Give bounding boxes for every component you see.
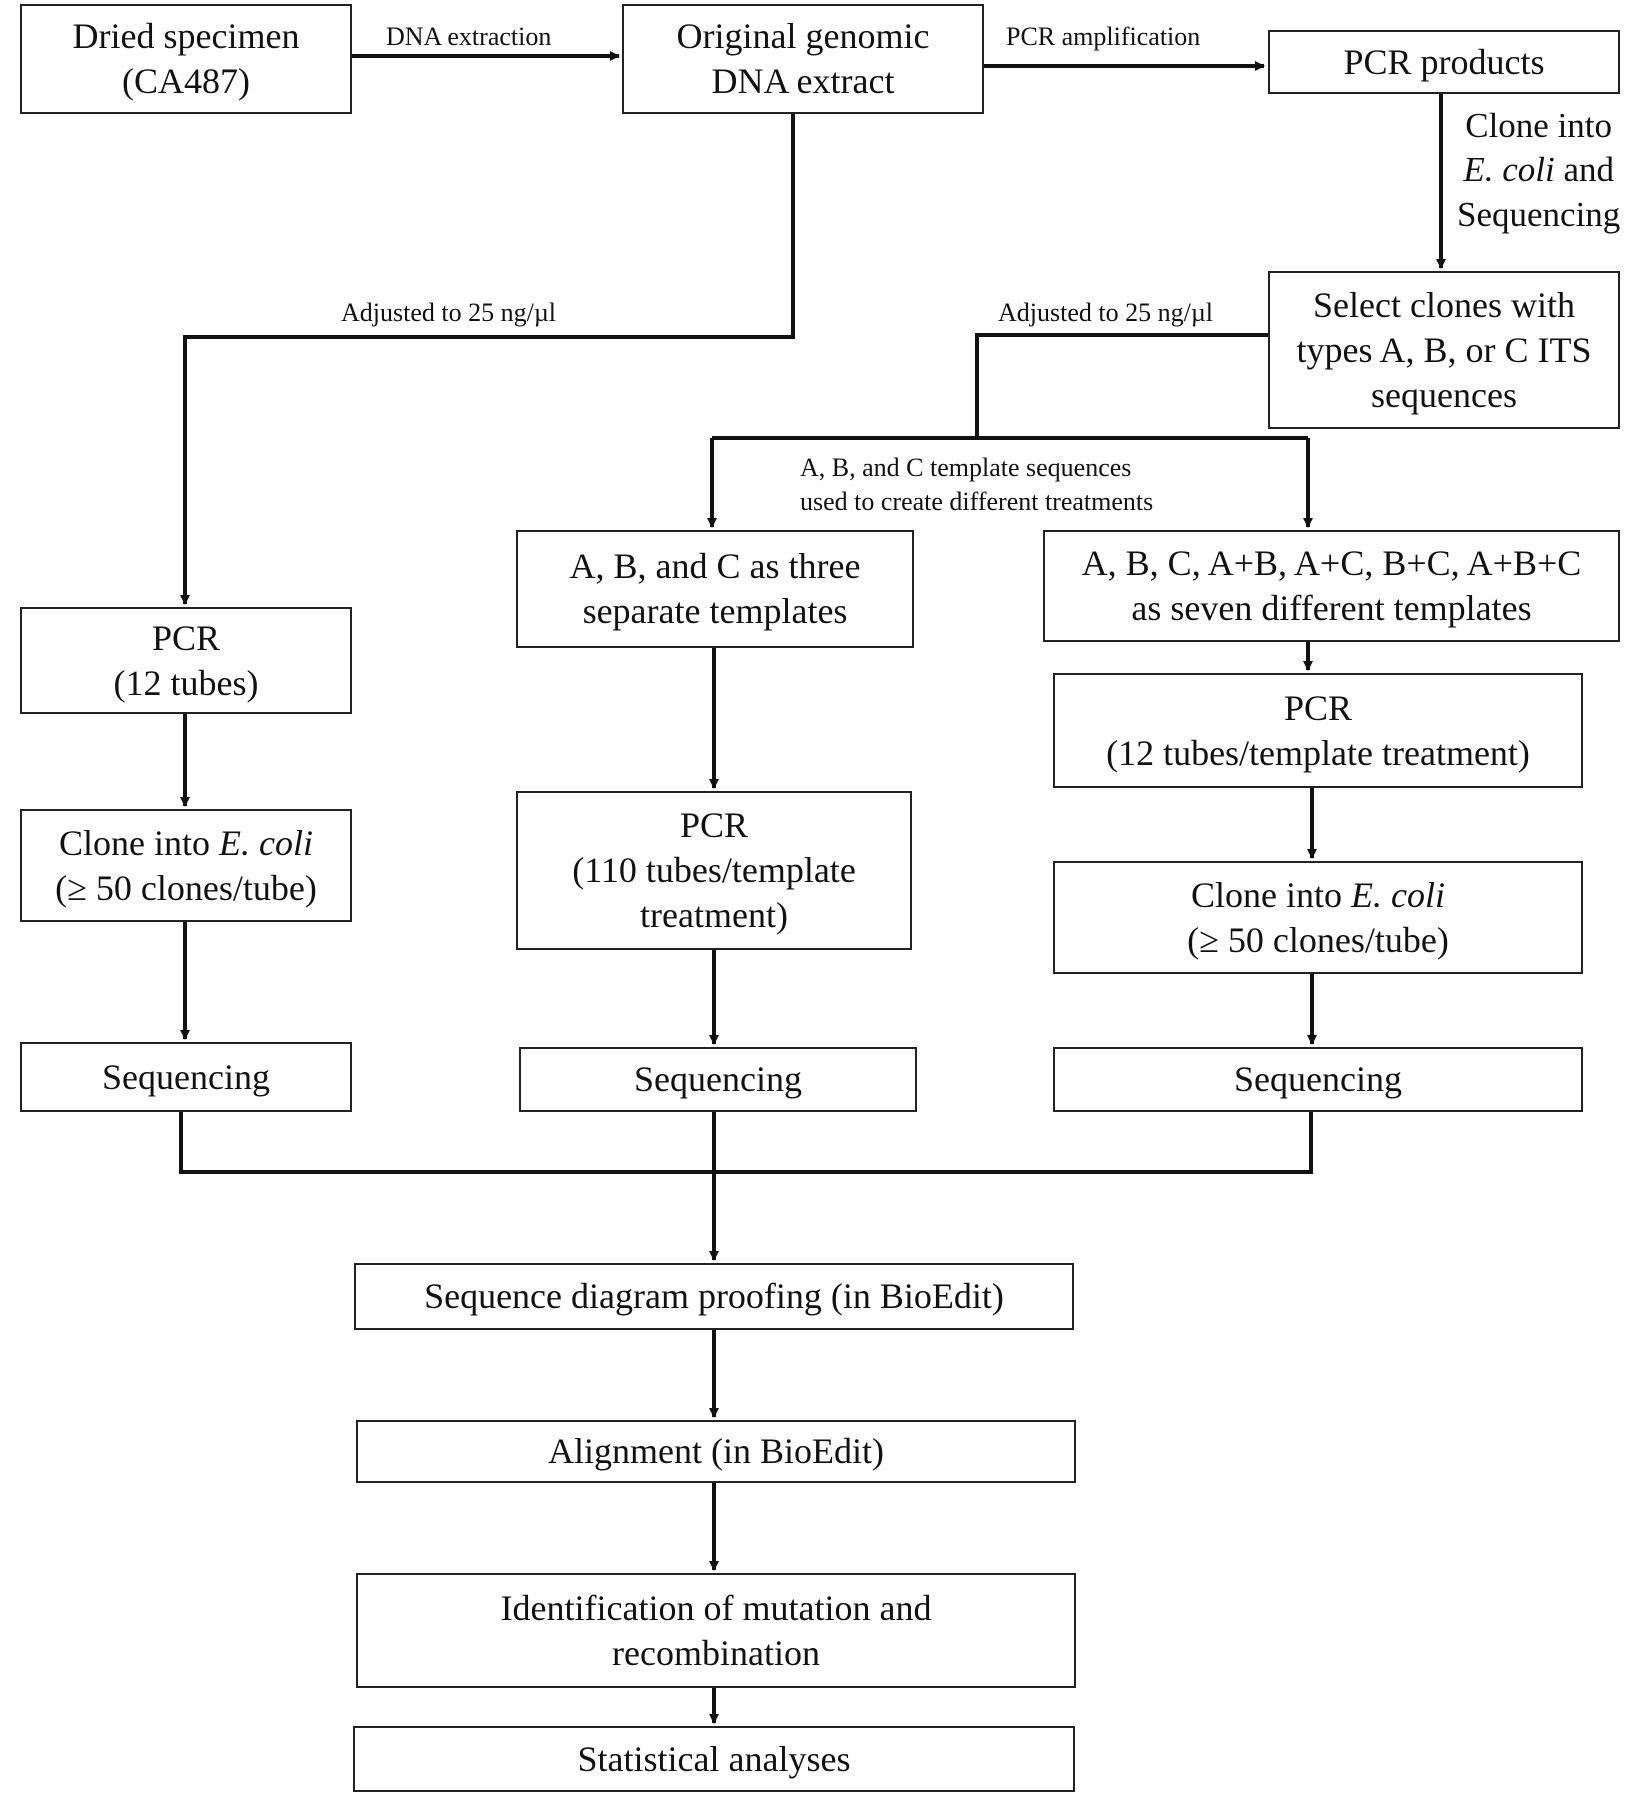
- node-proofing: Sequence diagram proofing (in BioEdit): [354, 1263, 1074, 1330]
- node-sequencing-left: Sequencing: [20, 1042, 352, 1112]
- connector-select-to-split: [975, 333, 1268, 438]
- arrow-split-to-abc-three: [712, 436, 1308, 527]
- node-clone-left: Clone into E. coli (≥ 50 clones/tube): [20, 809, 352, 922]
- label-adjusted-right: Adjusted to 25 ng/µl: [998, 298, 1214, 327]
- label-clone-ecoli: E. coli: [1463, 150, 1555, 190]
- node-dried-specimen: Dried specimen (CA487): [20, 4, 352, 114]
- node-select-clones-line-1: Select clones with: [1313, 284, 1575, 325]
- node-clone-left-ecoli: E. coli: [219, 822, 313, 863]
- node-proofing-line-1: Sequence diagram proofing (in BioEdit): [424, 1276, 1004, 1316]
- node-clone-left-line-1: Clone into E. coli: [59, 821, 313, 866]
- label-dna-extraction: DNA extraction: [386, 22, 552, 51]
- label-clone-line-2: E. coli and: [1457, 148, 1620, 192]
- node-select-clones-line-2: types A, B, or C ITS: [1296, 329, 1592, 370]
- node-pcr-110-line-1: PCR: [679, 805, 749, 845]
- node-pcr-products: PCR products: [1268, 30, 1620, 94]
- node-pcr-12-template-line-1: PCR: [1283, 687, 1353, 728]
- label-treatments: A, B, and C template sequences used to c…: [800, 451, 1153, 519]
- node-sequencing-left-line-1: Sequencing: [102, 1056, 270, 1097]
- node-abc-three-templates: A, B, and C as three separate templates: [516, 530, 914, 648]
- node-clone-right: Clone into E. coli (≥ 50 clones/tube): [1053, 861, 1583, 974]
- arrow-extract-to-pcr12: [180, 114, 795, 605]
- node-identification: Identification of mutation and recombina…: [356, 1573, 1076, 1688]
- label-treatments-line-2: used to create different treatments: [800, 486, 1154, 516]
- node-abc-three-line-1: A, B, and C as three: [569, 546, 861, 586]
- label-treatments-line-1: A, B, and C template sequences: [800, 453, 1132, 482]
- label-clone-line-3: Sequencing: [1457, 194, 1621, 234]
- node-pcr-12-tubes: PCR (12 tubes): [20, 607, 352, 714]
- node-pcr-12-line-1: PCR: [151, 617, 221, 658]
- node-pcr-products-line-1: PCR products: [1343, 41, 1545, 82]
- node-sequencing-right-line-1: Sequencing: [1234, 1059, 1402, 1099]
- node-statistical-line-1: Statistical analyses: [577, 1738, 851, 1779]
- node-original-extract-line-2: DNA extract: [711, 61, 895, 101]
- node-original-extract-line-1: Original genomic: [676, 16, 930, 56]
- node-pcr-110-line-2: (110 tubes/template: [572, 850, 856, 890]
- node-pcr-12-template: PCR (12 tubes/template treatment): [1053, 673, 1583, 788]
- label-pcr-amplification: PCR amplification: [1006, 22, 1201, 51]
- node-pcr-110-line-3: treatment): [640, 895, 788, 935]
- node-pcr-12-line-2: (12 tubes): [113, 662, 259, 703]
- node-pcr-12-template-line-2: (12 tubes/template treatment): [1106, 732, 1530, 773]
- node-clone-left-prefix: Clone into: [59, 822, 219, 863]
- node-identification-line-1: Identification of mutation and: [500, 1587, 932, 1628]
- node-clone-right-ecoli: E. coli: [1351, 874, 1445, 915]
- node-alignment-line-1: Alignment (in BioEdit): [548, 1431, 884, 1471]
- node-seven-templates-line-1: A, B, C, A+B, A+C, B+C, A+B+C: [1081, 543, 1582, 583]
- label-clone-and: and: [1554, 150, 1614, 190]
- node-sequencing-right: Sequencing: [1053, 1047, 1583, 1112]
- node-original-extract: Original genomic DNA extract: [622, 4, 984, 114]
- node-seven-templates: A, B, C, A+B, A+C, B+C, A+B+C as seven d…: [1043, 530, 1620, 642]
- connector-merge: [179, 1112, 1313, 1174]
- node-clone-right-line-1: Clone into E. coli: [1191, 873, 1445, 918]
- node-clone-right-prefix: Clone into: [1191, 874, 1351, 915]
- node-statistical-analyses: Statistical analyses: [353, 1726, 1075, 1792]
- node-abc-three-line-2: separate templates: [582, 591, 848, 631]
- node-dried-specimen-line-1: Dried specimen: [72, 16, 300, 56]
- label-clone-and-sequencing: Clone into E. coli and Sequencing: [1457, 104, 1620, 237]
- node-clone-left-line-2: (≥ 50 clones/tube): [55, 867, 317, 908]
- node-dried-specimen-line-2: (CA487): [122, 61, 250, 101]
- label-adjusted-left: Adjusted to 25 ng/µl: [341, 298, 557, 327]
- node-pcr-110-tubes: PCR (110 tubes/template treatment): [516, 791, 912, 950]
- node-select-clones: Select clones with types A, B, or C ITS …: [1268, 271, 1620, 429]
- node-sequencing-mid: Sequencing: [519, 1047, 917, 1112]
- node-identification-line-2: recombination: [612, 1632, 820, 1673]
- label-clone-line-1: Clone into: [1465, 106, 1613, 145]
- node-sequencing-mid-line-1: Sequencing: [634, 1059, 802, 1099]
- node-clone-right-line-2: (≥ 50 clones/tube): [1187, 919, 1449, 960]
- node-seven-templates-line-2: as seven different templates: [1131, 588, 1532, 628]
- node-select-clones-line-3: sequences: [1371, 374, 1517, 415]
- node-alignment: Alignment (in BioEdit): [356, 1420, 1076, 1483]
